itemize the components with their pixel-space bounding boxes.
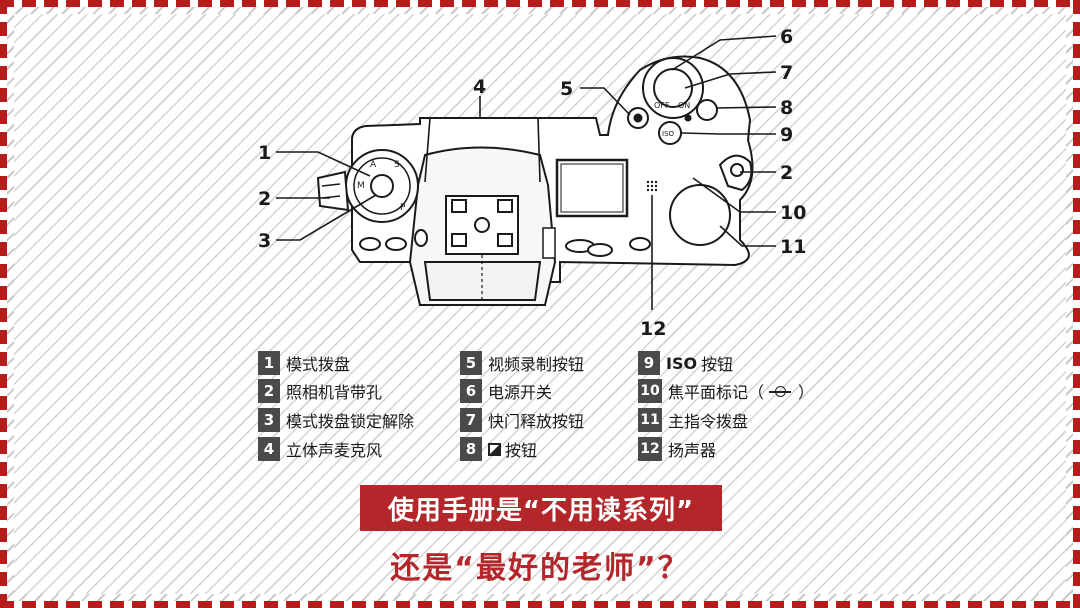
mode-dial-lock (370, 174, 394, 198)
legend-number-badge: 8 (460, 437, 482, 461)
legend-number-badge: 12 (638, 437, 662, 461)
legend-label-text: 电源开关 (488, 383, 553, 402)
legend-label: 扬声器 (668, 437, 716, 461)
focal-plane-icon (768, 384, 794, 398)
legend-label-text: 按钮 (701, 355, 734, 374)
exposure-comp-button (696, 99, 718, 121)
svg-text:P: P (400, 203, 406, 213)
legend-item-6: 6 电源开关 (460, 379, 552, 403)
legend-label-suffix: ） (798, 383, 815, 402)
svg-text:S: S (394, 160, 400, 170)
legend-number-badge: 6 (460, 379, 482, 403)
legend-label: 快门释放按钮 (488, 408, 584, 432)
callout-10: 10 (780, 202, 806, 224)
legend-number-badge: 4 (258, 437, 280, 461)
callout-2-left: 2 (258, 188, 271, 210)
callout-8: 8 (780, 97, 793, 119)
legend-label: 模式拨盘 (286, 351, 350, 375)
legend-label: 电源开关 (488, 379, 552, 403)
legend-label-text: 焦平面标记（ (668, 383, 765, 402)
legend-item-2: 2 照相机背带孔 (258, 379, 382, 403)
callout-3: 3 (258, 230, 271, 252)
legend-label-text: 模式拨盘锁定解除 (286, 412, 415, 431)
legend-item-11: 11 主指令拨盘 (638, 408, 748, 432)
legend-label-text: 快门释放按钮 (488, 412, 585, 431)
legend-label: 按钮 (488, 437, 537, 461)
callout-12: 12 (640, 318, 666, 340)
legend-number-badge: 2 (258, 379, 280, 403)
legend-number-badge: 11 (638, 408, 662, 432)
legend-item-5: 5 视频录制按钮 (460, 351, 584, 375)
callout-numbers: 1 2 3 4 5 6 7 8 9 10 11 12 2 (258, 26, 806, 340)
legend-label: 立体声麦克风 (286, 437, 382, 461)
legend-number-badge: 3 (258, 408, 280, 432)
legend-number-badge: 5 (460, 351, 482, 375)
callout-7: 7 (780, 62, 793, 84)
leader-lines (276, 35, 777, 310)
bottom-border (0, 601, 1080, 608)
strap-lug-left (316, 170, 350, 212)
legend-item-12: 12 扬声器 (638, 437, 716, 461)
legend-label: 视频录制按钮 (488, 351, 584, 375)
legend-item-8: 8 按钮 (460, 437, 537, 461)
svg-text:M: M (357, 181, 365, 191)
legend-label-text: 立体声麦克风 (286, 441, 383, 460)
legend-number-badge: 1 (258, 351, 280, 375)
top-lcd (555, 158, 629, 218)
legend-label-text: 视频录制按钮 (488, 355, 585, 374)
banner-question-line1: 使用手册是“不用读系列” (360, 485, 722, 531)
legend-label-text: 扬声器 (668, 441, 717, 460)
left-border (0, 0, 7, 608)
svg-text:A: A (370, 160, 377, 170)
callout-5: 5 (560, 78, 573, 100)
speaker-grille (646, 180, 658, 192)
callout-9: 9 (780, 124, 793, 146)
legend-item-10: 10 焦平面标记（ ） (638, 379, 814, 403)
legend-item-4: 4 立体声麦克风 (258, 437, 382, 461)
legend-label-text: 模式拨盘 (286, 355, 351, 374)
callout-6: 6 (780, 26, 793, 48)
legend-label-prefix: ISO (666, 353, 698, 373)
iso-button (658, 121, 682, 145)
legend-label-text: 照相机背带孔 (286, 383, 383, 402)
callout-11: 11 (780, 236, 806, 258)
legend-number-badge: 9 (638, 351, 660, 375)
callout-1: 1 (258, 142, 271, 164)
legend-label: 焦平面标记（ ） (668, 379, 814, 403)
legend-label-text: 按钮 (505, 441, 538, 460)
svg-text:ISO: ISO (662, 130, 675, 138)
svg-text:OFF: OFF (654, 101, 670, 110)
legend-number-badge: 7 (460, 408, 482, 432)
svg-text:ON: ON (678, 101, 690, 110)
top-border (0, 0, 1080, 7)
dial-marks: OFF ON ISO M A S P (357, 101, 690, 213)
legend-label-text: 主指令拨盘 (668, 412, 749, 431)
main-command-dial (669, 184, 731, 246)
legend-label: 主指令拨盘 (668, 408, 748, 432)
legend-number-badge: 10 (638, 379, 662, 403)
banner-question-line2: 还是“最好的老师”？ (390, 551, 690, 586)
right-border (1073, 0, 1080, 608)
callout-4: 4 (473, 76, 486, 98)
legend-item-1: 1 模式拨盘 (258, 351, 350, 375)
callout-2-right: 2 (780, 162, 793, 184)
legend-item-3: 3 模式拨盘锁定解除 (258, 408, 414, 432)
legend-label: 照相机背带孔 (286, 379, 382, 403)
legend-label: 模式拨盘锁定解除 (286, 408, 414, 432)
exposure-compensation-icon (488, 442, 501, 456)
legend-item-7: 7 快门释放按钮 (460, 408, 584, 432)
